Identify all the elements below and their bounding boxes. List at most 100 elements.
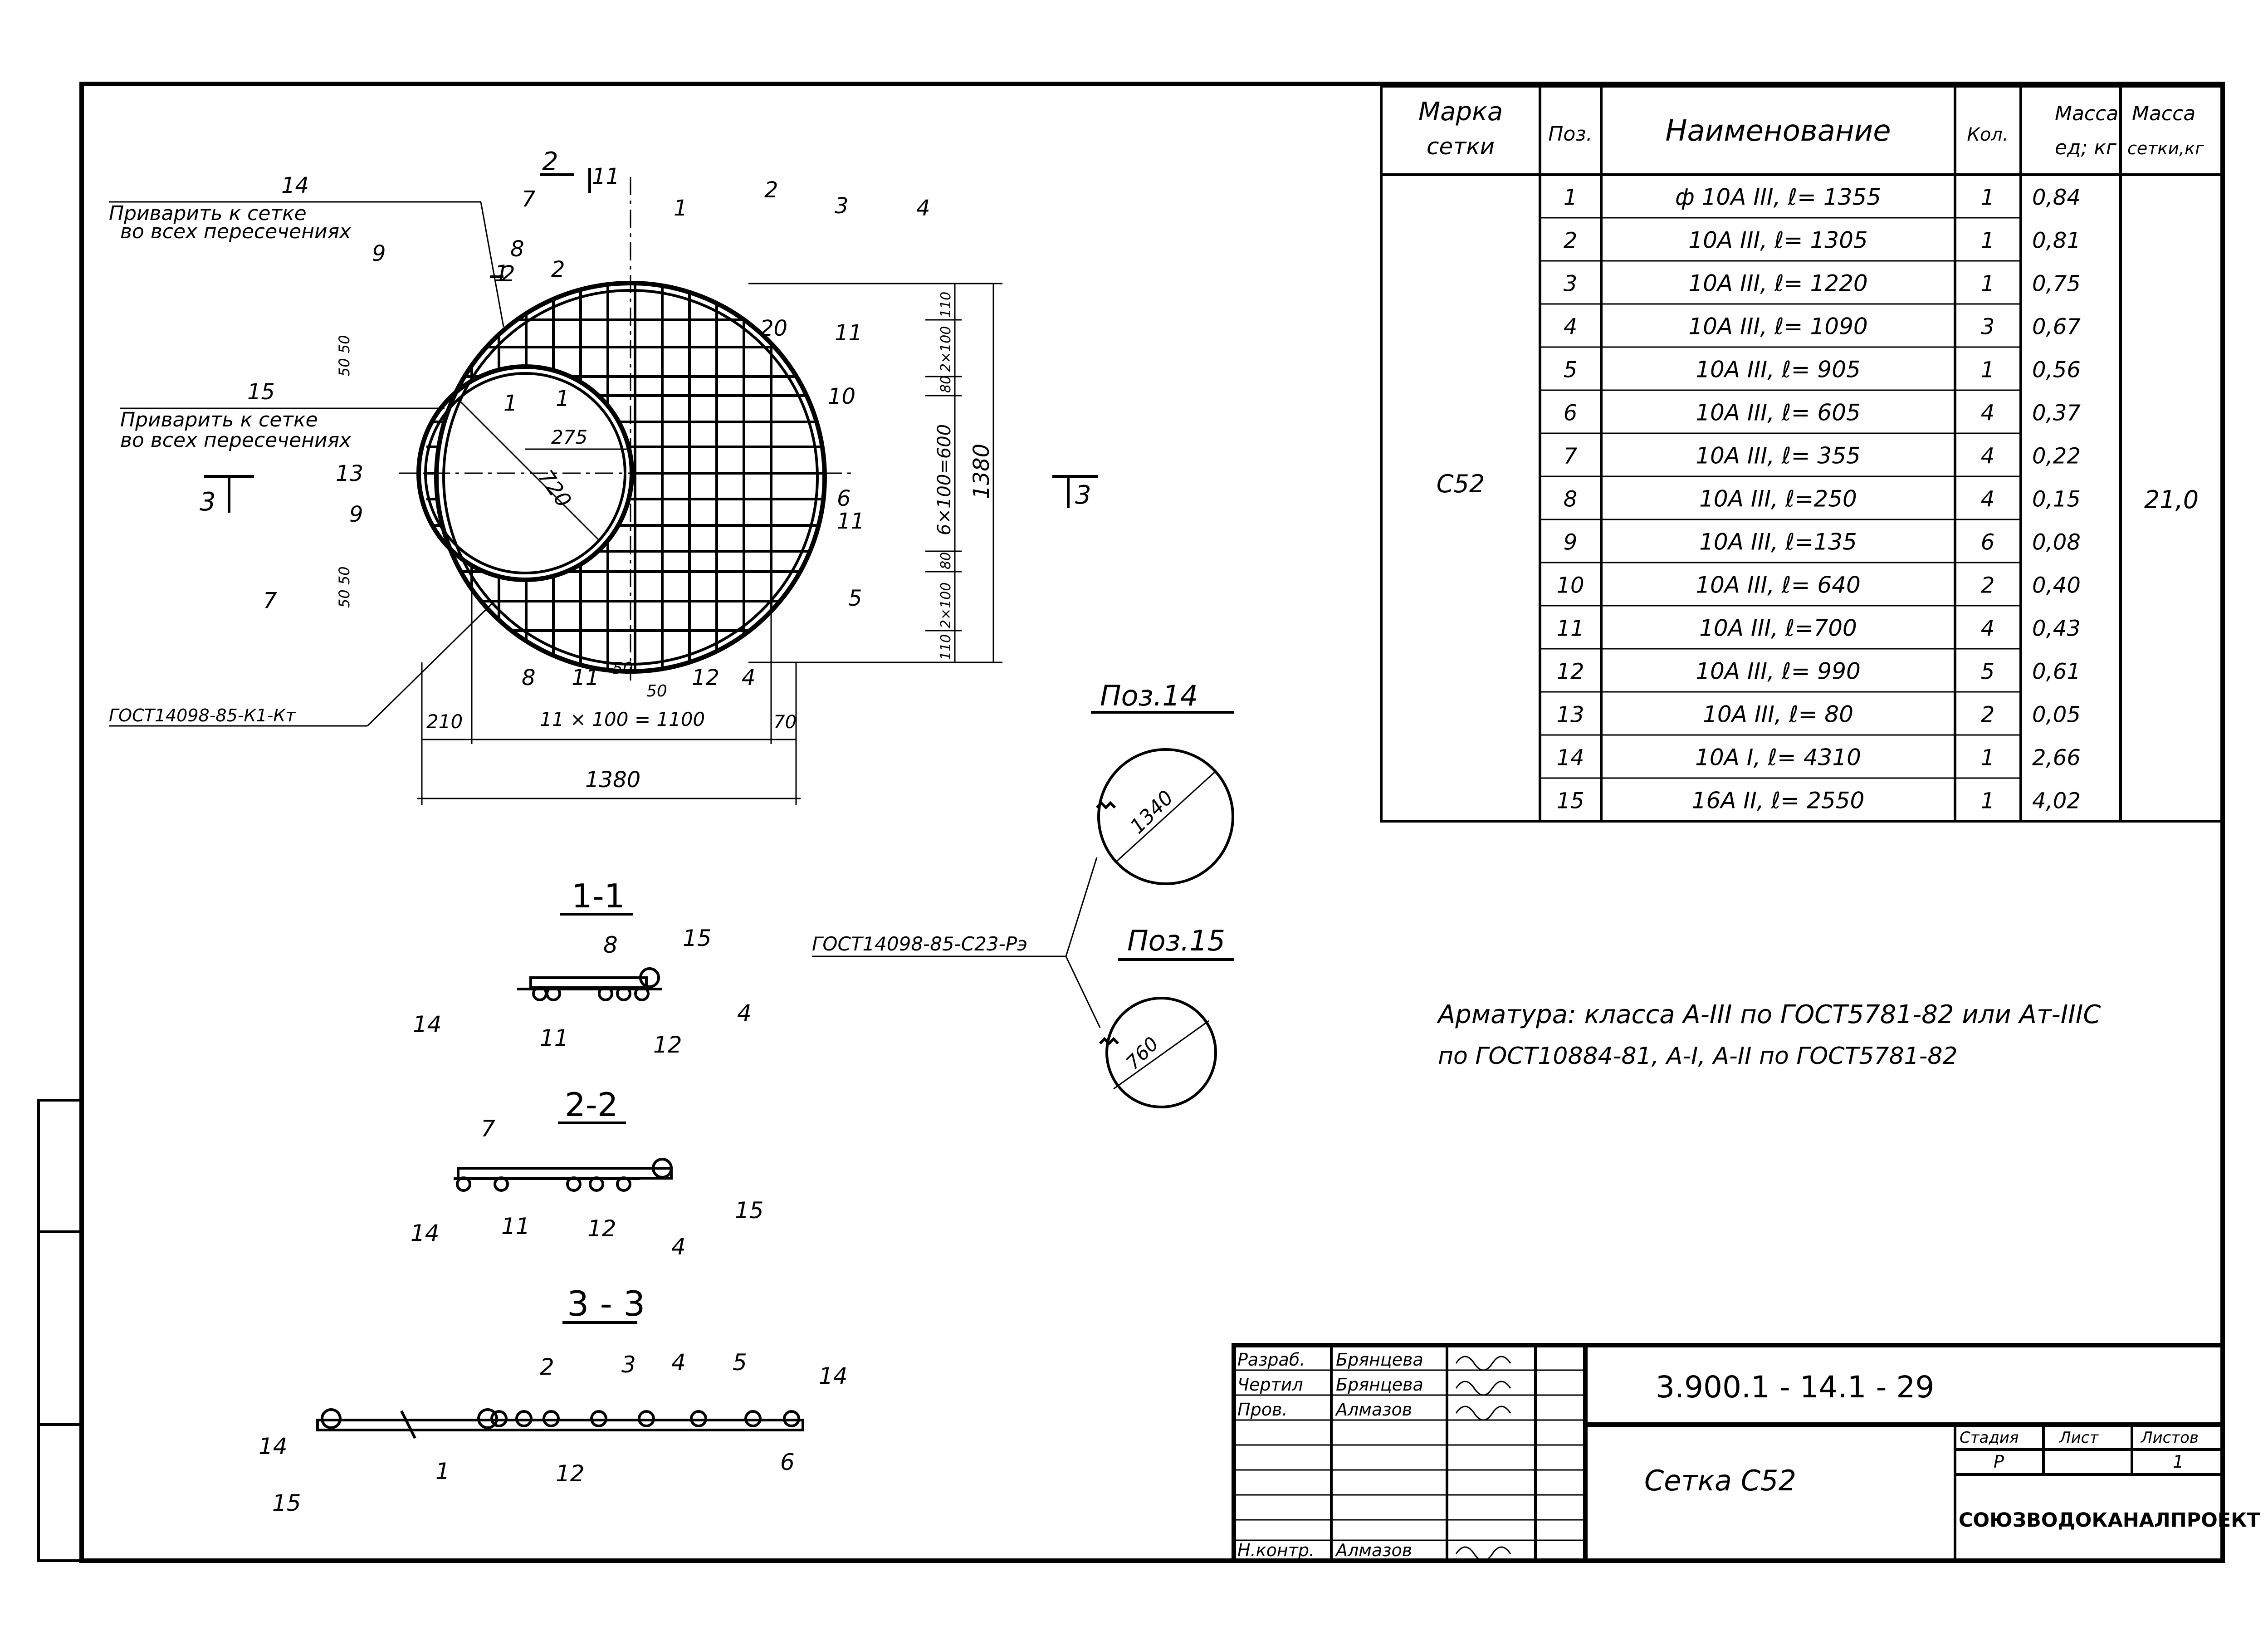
spec-row-qty: 4 xyxy=(1981,444,1995,469)
spec-row-name: 10А III, ℓ= 990 xyxy=(1696,658,1861,685)
dim-110-bot: 110 xyxy=(938,634,954,660)
spec-row-mass: 0,67 xyxy=(2032,314,2081,340)
plan-pos-label: 14 xyxy=(281,173,309,198)
dim-80-top: 80 xyxy=(938,376,954,393)
spec-row-qty: 2 xyxy=(1981,702,1995,728)
section-3-left: 3 xyxy=(200,487,216,517)
plan-pos-label: 3 xyxy=(835,193,849,219)
spec-row-name: 10А III, ℓ=250 xyxy=(1699,486,1857,512)
tb-person: Брянцева xyxy=(1336,1375,1423,1395)
spec-row-qty: 1 xyxy=(1981,271,1995,297)
plan-pos-label: 11 xyxy=(572,665,599,691)
gost-ring: ГОСТ14098-85-С23-Рэ xyxy=(812,933,1027,955)
plan-pos-label: 8 xyxy=(510,236,524,262)
spec-row-mass: 0,61 xyxy=(2032,659,2081,685)
plan-pos-label: 12 xyxy=(692,665,719,691)
mark-value: С52 xyxy=(1437,470,1485,498)
spec-row-pos: 13 xyxy=(1556,702,1584,728)
spec-row-name: 10А III, ℓ= 640 xyxy=(1696,572,1861,598)
plan-pos-label: 13 xyxy=(336,461,363,486)
tb-role: Чертил xyxy=(1237,1375,1303,1395)
plan-pos-label: 10 xyxy=(828,384,855,409)
spec-row-mass: 2,66 xyxy=(2032,745,2081,771)
section-3-right: 3 xyxy=(1075,480,1091,510)
plan-pos-label: 20 xyxy=(760,316,787,341)
note-line-2: по ГОСТ10884-81, А-I, А-II по ГОСТ5781-8… xyxy=(1438,1043,1958,1070)
section-pos-label: 6 xyxy=(780,1449,795,1475)
dim-vert-bot: 2×100 xyxy=(938,583,954,628)
plan-pos-label: 5 xyxy=(848,586,862,611)
weld-note-2a: Приварить к сетке xyxy=(120,408,318,431)
section-1-1: 1-1 8 15 14 11 12 4 xyxy=(413,877,752,1058)
weld-note-2b: во всех пересечениях xyxy=(120,429,352,452)
plan-pos-label: 7 xyxy=(263,588,277,613)
th-mesh-mass-2: сетки,кг xyxy=(2127,138,2204,158)
sec33-title: 3 - 3 xyxy=(567,1283,645,1324)
sec11-title: 1-1 xyxy=(572,877,625,915)
section-pos-label: 12 xyxy=(653,1032,682,1058)
tb-sheets: 1 xyxy=(2173,1452,2184,1472)
spec-row-qty: 4 xyxy=(1981,487,1995,512)
sec22-title: 2-2 xyxy=(565,1086,618,1124)
spec-row-mass: 0,75 xyxy=(2032,271,2081,297)
section-pos-label: 3 xyxy=(621,1352,636,1378)
plan-pos-label: 11 xyxy=(835,320,862,346)
th-mark-1: Марка xyxy=(1418,97,1503,127)
spec-row-name: ф 10А III, ℓ= 1355 xyxy=(1675,184,1881,211)
section-pos-label: 15 xyxy=(683,925,712,951)
spec-row-mass: 0,08 xyxy=(2032,530,2081,555)
spec-row-pos: 3 xyxy=(1564,271,1578,297)
plan-pos-label: 1 xyxy=(556,386,570,411)
dim-5050-bot: 50 50 xyxy=(336,566,353,608)
section-2-top: 2 xyxy=(542,147,558,176)
th-unit-mass-1: Масса xyxy=(2055,102,2118,125)
total-mass: 21,0 xyxy=(2144,485,2199,514)
spec-row-qty: 1 xyxy=(1981,228,1995,254)
dim-overall-h: 1380 xyxy=(969,444,994,499)
section-pos-label: 4 xyxy=(671,1349,686,1376)
note-line-1: Арматура: класса А-III по ГОСТ5781-82 ил… xyxy=(1437,1000,2101,1029)
section-pos-label: 11 xyxy=(540,1025,569,1051)
spec-row-mass: 0,81 xyxy=(2032,228,2081,254)
dim-vert-top: 2×100 xyxy=(938,326,954,372)
spec-row-mass: 0,05 xyxy=(2032,702,2081,728)
tb-code: 3.900.1 - 14.1 - 29 xyxy=(1656,1370,1934,1405)
spec-row-pos: 14 xyxy=(1556,745,1584,771)
section-pos-label: 8 xyxy=(603,932,618,958)
section-pos-label: 15 xyxy=(272,1490,301,1516)
pos15-title: Поз.15 xyxy=(1127,924,1225,957)
weld-note-1a: Приварить к сетке xyxy=(109,202,307,225)
dim-offset: 275 xyxy=(551,426,587,448)
th-qty: Кол. xyxy=(1967,124,2008,145)
spec-row-mass: 0,56 xyxy=(2032,358,2081,383)
section-pos-label: 14 xyxy=(259,1433,288,1460)
spec-row-name: 10А III, ℓ=135 xyxy=(1699,529,1857,555)
spec-row-name: 10А III, ℓ= 80 xyxy=(1703,701,1853,728)
spec-row-qty: 5 xyxy=(1981,659,1995,685)
spec-row-qty: 1 xyxy=(1981,358,1995,383)
plan-pos-label: 11 xyxy=(837,509,865,534)
spec-row-mass: 0,40 xyxy=(2032,573,2081,598)
tb-role: Н.контр. xyxy=(1237,1540,1315,1560)
tb-name: Сетка С52 xyxy=(1644,1464,1796,1497)
spec-row-name: 10А III, ℓ= 1305 xyxy=(1688,227,1867,254)
plan-pos-label: 9 xyxy=(349,502,363,527)
spec-row-pos: 2 xyxy=(1564,228,1578,254)
section-pos-label: 4 xyxy=(737,1000,752,1026)
spec-row-pos: 5 xyxy=(1564,358,1578,383)
th-name: Наименование xyxy=(1665,114,1891,148)
plan-pos-label: 2 xyxy=(764,177,778,203)
tb-person: Брянцева xyxy=(1336,1350,1423,1370)
tb-role: Разраб. xyxy=(1237,1350,1305,1370)
weld-note-1b: во всех пересечениях xyxy=(120,220,352,243)
spec-row-qty: 3 xyxy=(1981,314,1995,340)
spec-row-name: 10А III, ℓ= 605 xyxy=(1696,400,1861,426)
section-pos-label: 12 xyxy=(556,1460,585,1487)
spec-row-mass: 0,43 xyxy=(2032,616,2081,642)
section-pos-label: 14 xyxy=(413,1011,442,1038)
spec-row-pos: 7 xyxy=(1564,444,1578,469)
dim-overall-w: 1380 xyxy=(585,767,640,793)
tb-stage-label: Стадия xyxy=(1960,1429,2019,1447)
dim-50-b: 50 xyxy=(646,682,667,700)
